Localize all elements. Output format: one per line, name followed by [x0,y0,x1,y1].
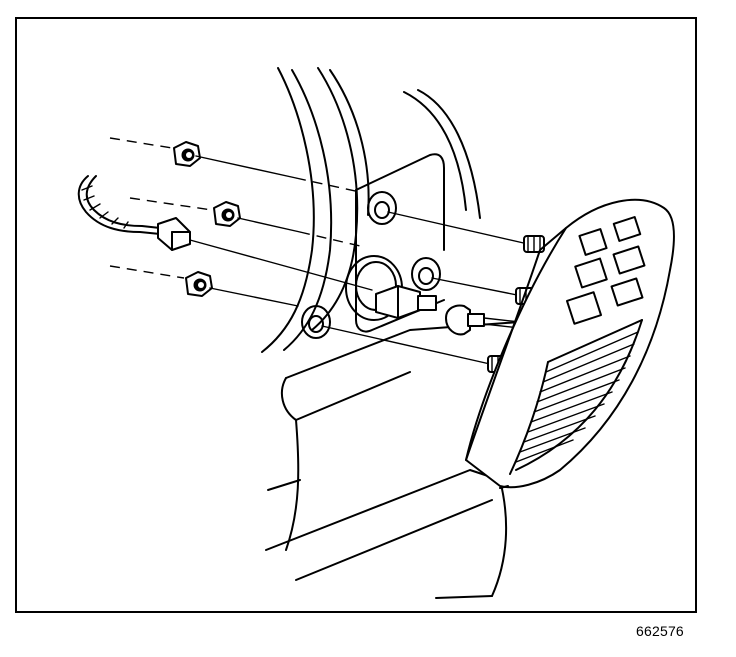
wire-harness [77,175,161,235]
bulb-socket [375,285,437,319]
lamp-stud [523,235,545,253]
bulb [445,304,521,336]
vehicle-body [261,67,521,599]
figure-id-label: 662576 [636,623,684,639]
tail-lamp-assembly [465,198,675,489]
hex-nut [173,141,201,167]
alignment-lines [109,137,529,365]
hex-nut [185,271,213,297]
diagram-frame [15,17,697,613]
hex-nut [213,201,241,227]
body-grommets [301,191,441,339]
harness-connector [157,217,191,251]
